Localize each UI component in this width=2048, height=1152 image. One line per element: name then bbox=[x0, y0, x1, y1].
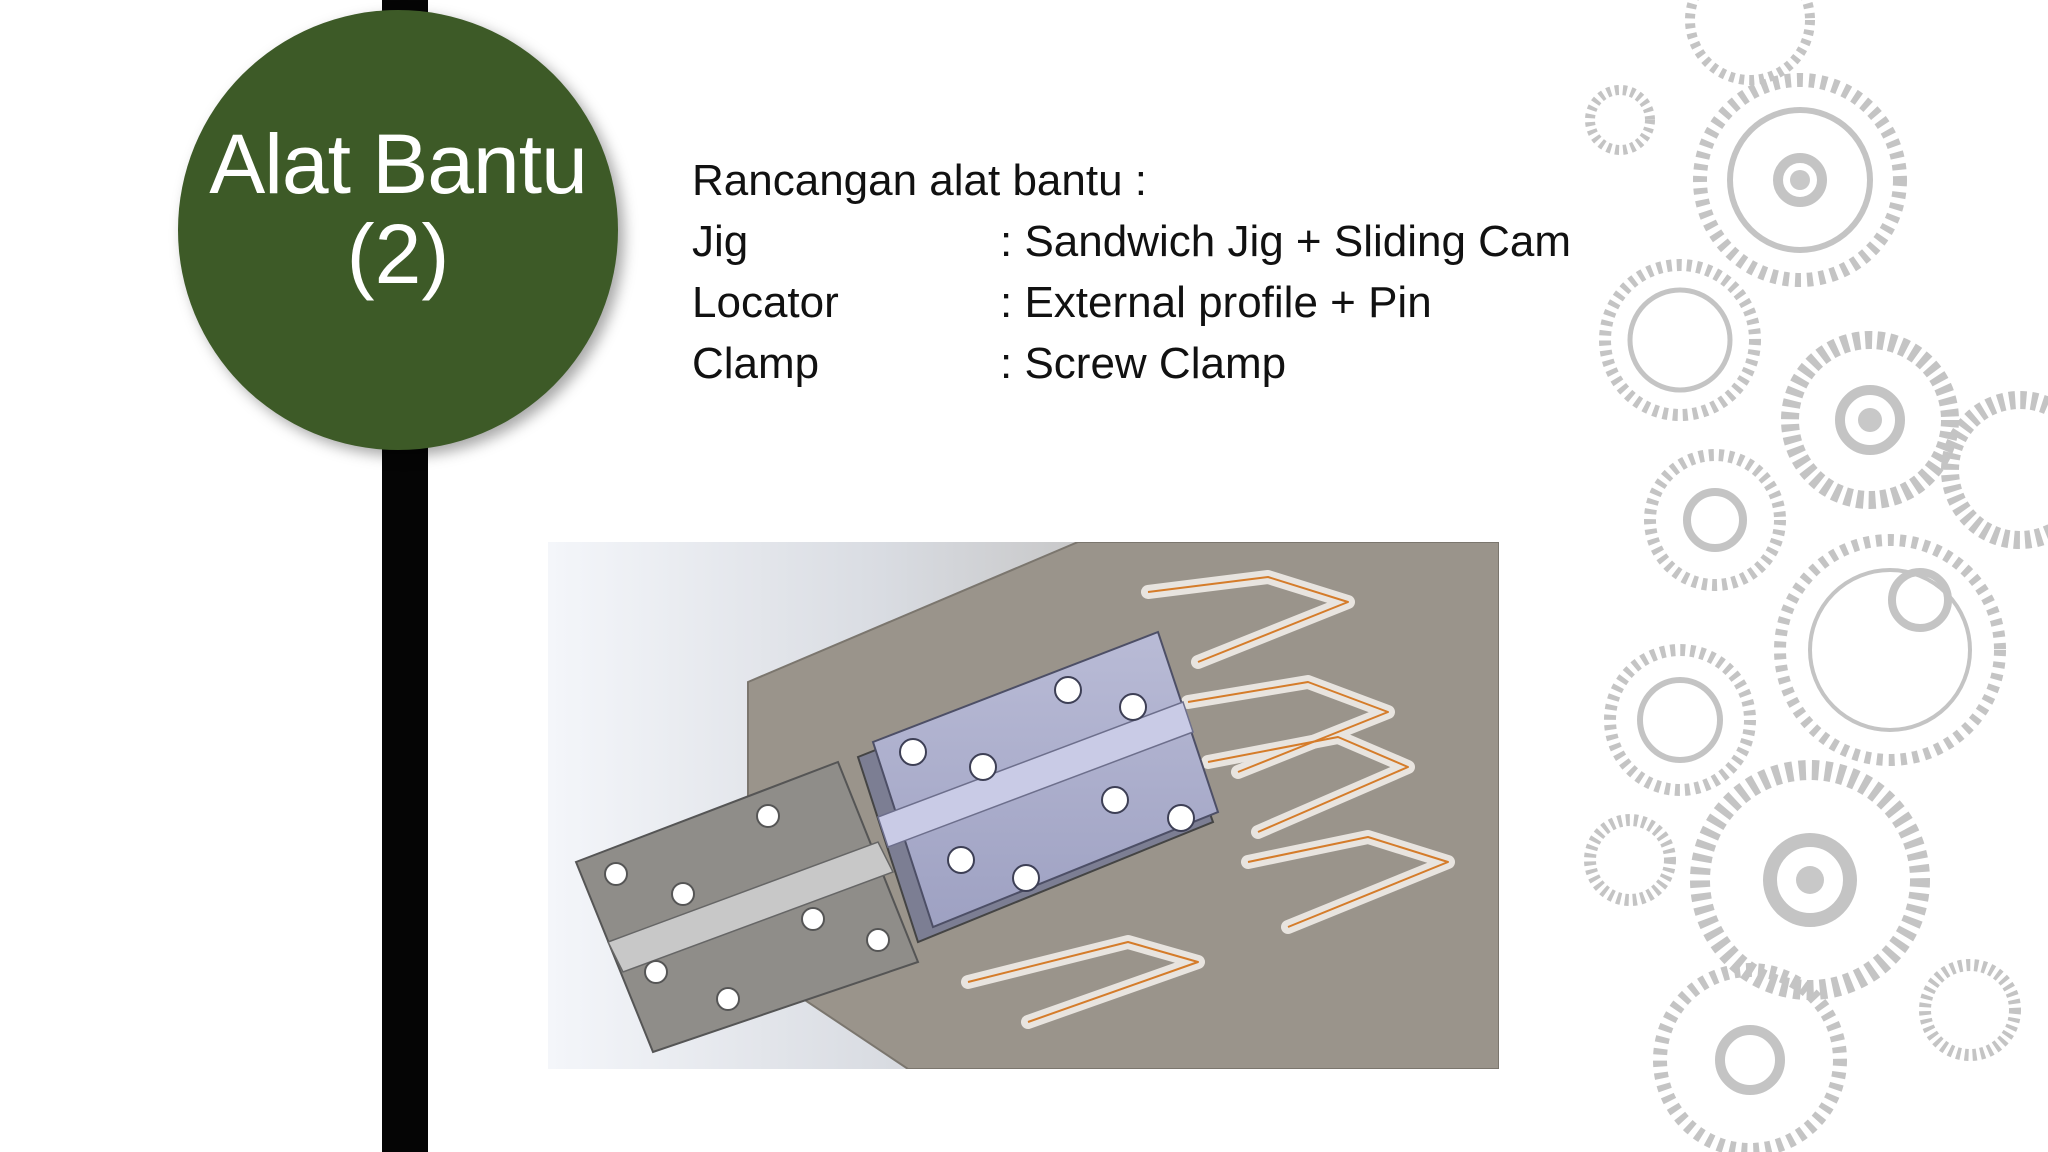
content-row-clamp: Clamp : Screw Clamp bbox=[692, 333, 1571, 394]
content-heading: Rancangan alat bantu : bbox=[692, 156, 1148, 205]
gears-background-image bbox=[1584, 0, 2048, 1152]
content-row-locator: Locator : External profile + Pin bbox=[692, 272, 1571, 333]
row-value: : Sandwich Jig + Sliding Cam bbox=[1000, 217, 1572, 266]
row-label: Jig bbox=[692, 217, 749, 266]
row-label: Locator bbox=[692, 278, 839, 327]
slide-subtitle: (2) bbox=[346, 207, 450, 301]
cad-render-image bbox=[548, 542, 1499, 1069]
title-circle: Alat Bantu (2) bbox=[178, 10, 618, 450]
slide-title: Alat Bantu bbox=[209, 117, 588, 211]
row-value: : Screw Clamp bbox=[1000, 339, 1287, 388]
content-row-jig: Jig : Sandwich Jig + Sliding Cam bbox=[692, 211, 1571, 272]
row-label: Clamp bbox=[692, 339, 820, 388]
row-value: : External profile + Pin bbox=[1000, 278, 1432, 327]
content-block: Rancangan alat bantu : Jig : Sandwich Ji… bbox=[692, 150, 1571, 394]
